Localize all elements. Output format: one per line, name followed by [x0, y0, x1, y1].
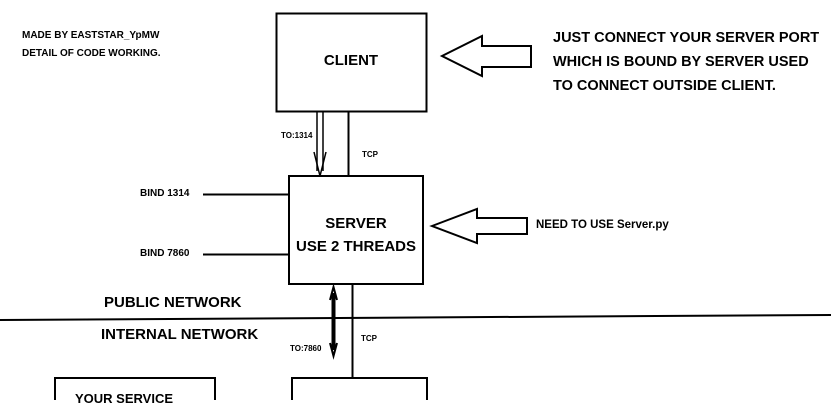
credit-line-1: MADE BY EASTSTAR_YpMW: [22, 30, 160, 41]
internal-network-label: INTERNAL NETWORK: [101, 326, 259, 343]
client-note-line-3: TO CONNECT OUTSIDE CLIENT.: [553, 78, 776, 94]
top-tcp-label: TCP: [362, 150, 378, 159]
server-note-text: NEED TO USE Server.py: [536, 219, 669, 231]
bottom-port-label: TO:7860: [290, 344, 322, 353]
bottom-tcp-label: TCP: [361, 334, 377, 343]
service-box-label: YOUR SERVICE: [75, 391, 174, 406]
server-service-connector: [329, 283, 338, 360]
bind-7860-label: BIND 7860: [140, 248, 190, 259]
bind-1314-label: BIND 1314: [140, 188, 190, 199]
server-label-line-1: SERVER: [325, 215, 387, 232]
client-note-line-1: JUST CONNECT YOUR SERVER PORT: [553, 30, 820, 46]
public-network-label: PUBLIC NETWORK: [104, 294, 242, 311]
top-port-label: TO:1314: [281, 131, 313, 140]
client-box: [275, 12, 428, 113]
client-label: CLIENT: [323, 52, 379, 69]
client-note-arrow: [439, 34, 532, 78]
credit-line-2: DETAIL OF CODE WORKING.: [22, 48, 161, 59]
service-box: [54, 377, 216, 400]
server-note-arrow: [429, 207, 528, 245]
client-to-server-arrow: [313, 112, 327, 177]
internal-box: [291, 377, 428, 400]
client-note-line-2: WHICH IS BOUND BY SERVER USED: [553, 54, 809, 70]
network-divider: [0, 314, 831, 321]
server-label-line-2: USE 2 THREADS: [295, 238, 417, 255]
server-box: [288, 175, 424, 285]
